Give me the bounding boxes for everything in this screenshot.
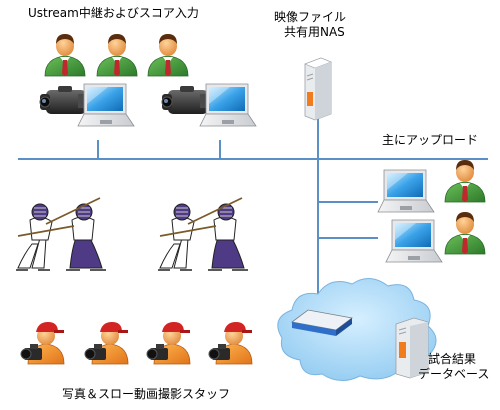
nas-label-line2: 共有用NAS [284, 25, 345, 39]
video-camera-icon [161, 85, 209, 115]
photo-staff-group [20, 321, 253, 365]
nas-server-icon [304, 57, 332, 121]
person-red-cap-camera-icon [20, 321, 65, 365]
nas-label-line1: 映像ファイル [274, 10, 347, 24]
results-label-line1: 試合結果 [428, 352, 477, 366]
photo-staff-label: 写真＆スロー動画撮影スタッフ [62, 387, 231, 401]
person-red-cap-camera-icon [84, 321, 129, 365]
upload-label: 主にアップロード [382, 133, 479, 147]
kendo-fighters-icon [157, 197, 249, 271]
upload-group [377, 159, 486, 263]
laptop-icon [377, 169, 435, 213]
kendo-fighters-icon [15, 197, 107, 271]
ustream-label: Ustream中継およびスコア入力 [28, 6, 199, 20]
person-green-shirt-icon [147, 33, 189, 77]
results-label-line2: データベース [418, 367, 490, 381]
laptop-icon [385, 219, 443, 263]
person-green-shirt-icon [44, 33, 86, 77]
person-green-shirt-icon [96, 33, 138, 77]
video-camera-icon [39, 85, 87, 115]
ustream-group [39, 33, 257, 127]
laptop-icon [77, 83, 135, 127]
person-green-shirt-icon [444, 159, 486, 203]
network-lines [18, 118, 488, 310]
person-red-cap-camera-icon [208, 321, 253, 365]
database-server-icon [395, 317, 429, 379]
network-switch-icon [291, 309, 353, 336]
person-green-shirt-icon [444, 211, 486, 255]
person-red-cap-camera-icon [146, 321, 191, 365]
laptop-icon [199, 83, 257, 127]
